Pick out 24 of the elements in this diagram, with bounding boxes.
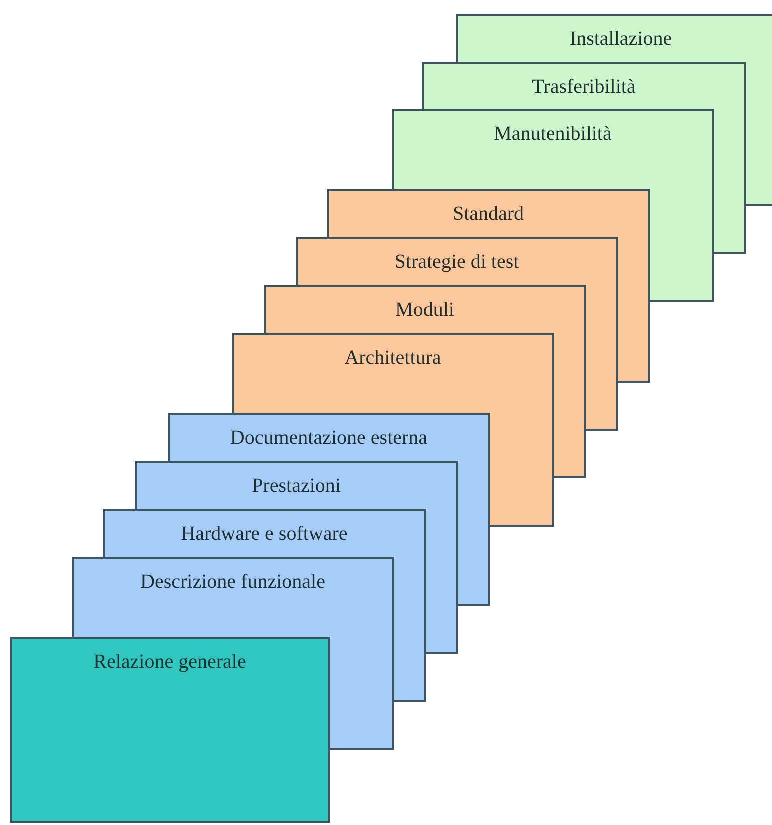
document-card	[327, 189, 650, 237]
card-title: Prestazioni	[251, 475, 342, 498]
document-card	[135, 461, 458, 509]
document-card	[264, 285, 586, 333]
card-title: Moduli	[394, 299, 456, 322]
document-card	[392, 109, 714, 189]
card-title: Descrizione funzionale	[140, 571, 326, 594]
card-title: Architettura	[344, 347, 442, 370]
card-title: Documentazione esterna	[229, 427, 429, 450]
card-title: Standard	[452, 203, 526, 226]
document-card	[296, 237, 618, 285]
document-card	[168, 413, 490, 461]
document-card	[72, 557, 394, 637]
document-card	[103, 509, 426, 557]
document-card	[10, 637, 330, 823]
card-title: Trasferibilità	[531, 76, 637, 99]
document-card	[232, 333, 554, 413]
card-title: Relazione generale	[92, 651, 248, 674]
card-title: Strategie di test	[394, 251, 520, 274]
document-card	[422, 62, 746, 109]
card-title: Hardware e software	[180, 523, 349, 546]
document-card	[456, 14, 772, 62]
card-title: Manutenibilità	[493, 123, 613, 146]
card-title: Installazione	[568, 28, 674, 51]
